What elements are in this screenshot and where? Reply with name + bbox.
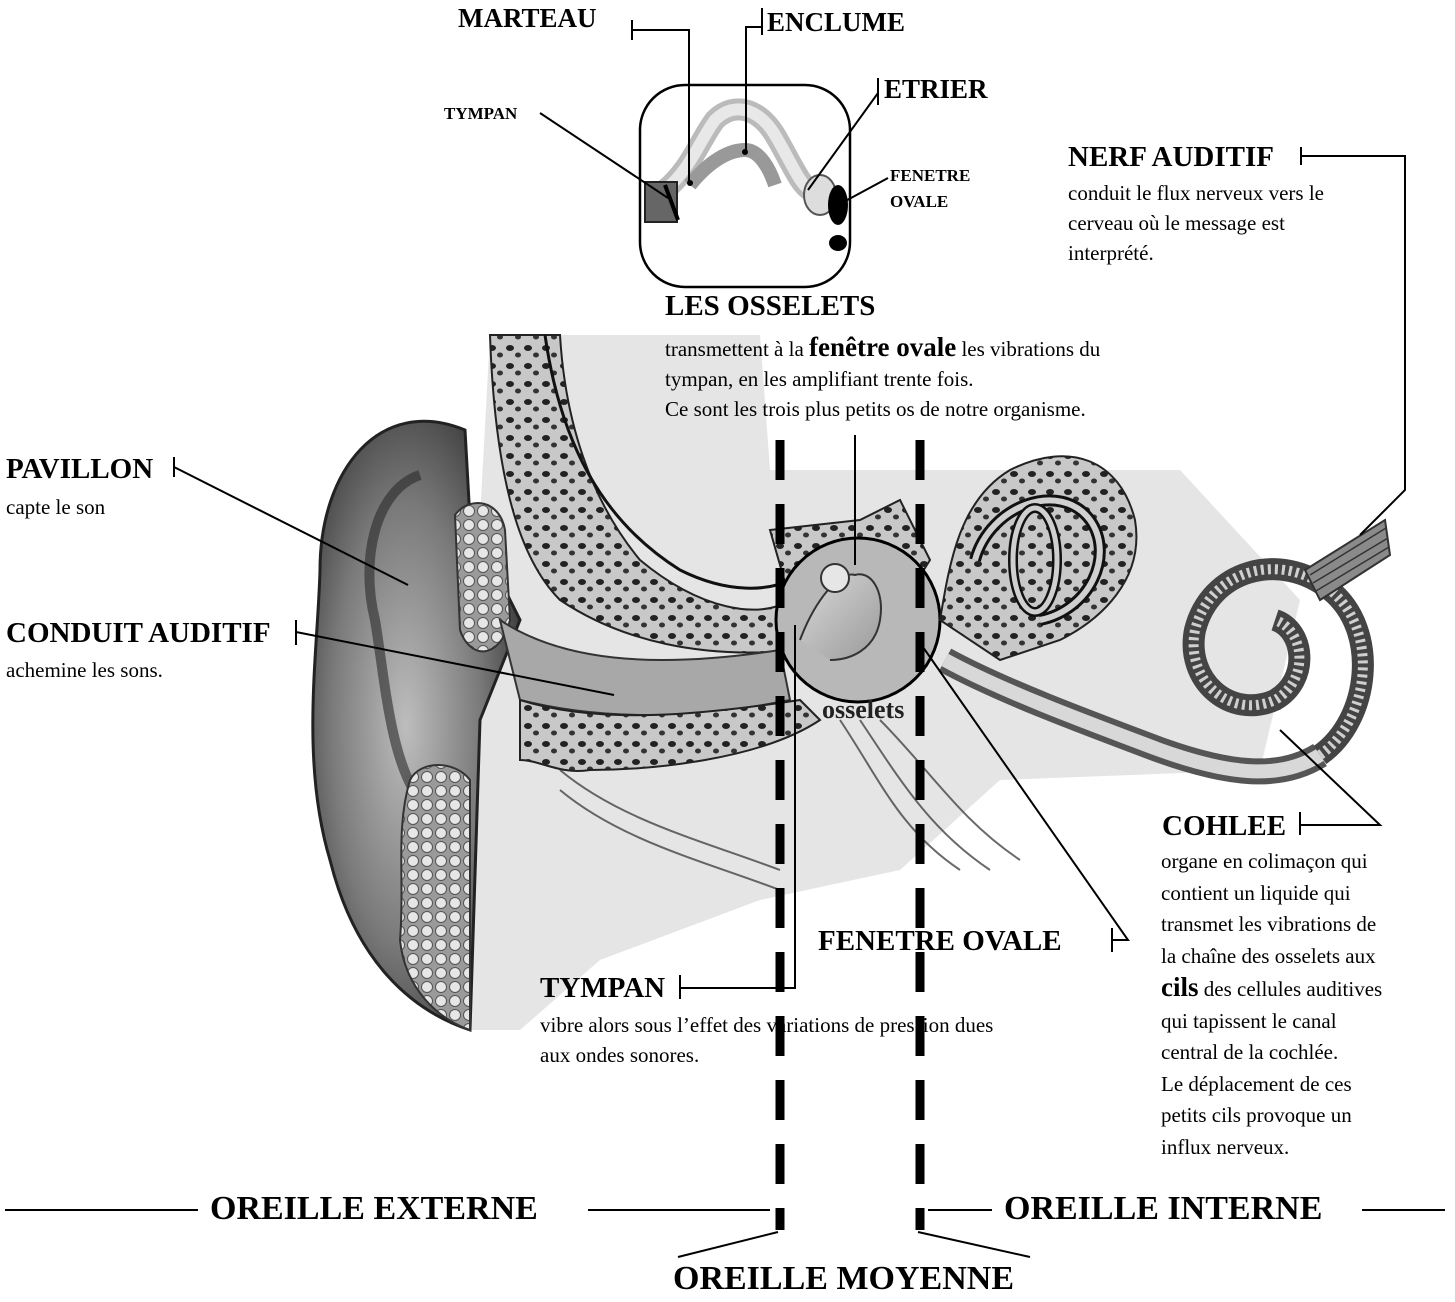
marteau-label: MARTEAU bbox=[458, 5, 597, 32]
cils-highlight: cils bbox=[1161, 972, 1199, 1002]
cohlee-line: Le déplacement de ces bbox=[1161, 1069, 1382, 1101]
les-osselets-label: LES OSSELETS bbox=[665, 292, 875, 321]
oreille-moyenne-label: OREILLE MOYENNE bbox=[673, 1262, 1014, 1296]
cohlee-line: transmet les vibrations de bbox=[1161, 909, 1382, 941]
osselets-text: transmettent à la bbox=[665, 337, 809, 361]
tympan-small-label: TYMPAN bbox=[444, 105, 517, 122]
osselets-line: transmettent à la fenêtre ovale les vibr… bbox=[665, 332, 1100, 364]
cohlee-line: influx nerveux. bbox=[1161, 1132, 1382, 1164]
tympan-line: aux ondes sonores. bbox=[540, 1040, 993, 1070]
osselets-embedded-label: osselets bbox=[822, 695, 904, 724]
auditory-nerve bbox=[1305, 520, 1390, 600]
nerf-auditif-line: conduit le flux nerveux vers le bbox=[1068, 178, 1324, 208]
cohlee-description: organe en colimaçon qui contient un liqu… bbox=[1161, 846, 1382, 1163]
tympan-line: vibre alors sous l’effet des variations … bbox=[540, 1010, 993, 1040]
osselets-line: Ce sont les trois plus petits os de notr… bbox=[665, 394, 1100, 424]
cohlee-line: cils des cellules auditives bbox=[1161, 972, 1382, 1006]
cohlee-line: la chaîne des osselets aux bbox=[1161, 941, 1382, 973]
oreille-interne-label: OREILLE INTERNE bbox=[1004, 1192, 1322, 1226]
pavillon-label: PAVILLON bbox=[6, 455, 153, 484]
conduit-auditif-description: achemine les sons. bbox=[6, 655, 163, 685]
fenetre-ovale-highlight: fenêtre ovale bbox=[809, 332, 956, 362]
oreille-externe-label: OREILLE EXTERNE bbox=[210, 1192, 538, 1226]
cohlee-line: petits cils provoque un bbox=[1161, 1100, 1382, 1132]
enclume-label: ENCLUME bbox=[767, 9, 905, 36]
osselets-line: tympan, en les amplifiant trente fois. bbox=[665, 364, 1100, 394]
pavillon-description: capte le son bbox=[6, 492, 105, 522]
fenetre-ovale-small-label-1: FENETRE bbox=[890, 167, 970, 184]
tympan-description: vibre alors sous l’effet des variations … bbox=[540, 1010, 993, 1070]
tympan-label: TYMPAN bbox=[540, 974, 665, 1003]
fenetre-ovale-label: FENETRE OVALE bbox=[818, 927, 1062, 956]
conduit-auditif-label: CONDUIT AUDITIF bbox=[6, 619, 271, 648]
cohlee-label: COHLEE bbox=[1162, 812, 1286, 841]
cohlee-text: des cellules auditives bbox=[1199, 977, 1383, 1001]
nerf-auditif-description: conduit le flux nerveux vers le cerveau … bbox=[1068, 178, 1324, 268]
osselets-description: transmettent à la fenêtre ovale les vibr… bbox=[665, 332, 1100, 424]
osselets-text: les vibrations du bbox=[956, 337, 1100, 361]
nerf-auditif-line: interprété. bbox=[1068, 238, 1324, 268]
cohlee-line: organe en colimaçon qui bbox=[1161, 846, 1382, 878]
cohlee-line: central de la cochlée. bbox=[1161, 1037, 1382, 1069]
etrier-label: ETRIER bbox=[884, 76, 988, 103]
nerf-auditif-label: NERF AUDITIF bbox=[1068, 143, 1274, 172]
cohlee-line: qui tapissent le canal bbox=[1161, 1006, 1382, 1038]
fenetre-ovale-small-label-2: OVALE bbox=[890, 193, 948, 210]
cohlee-line: contient un liquide qui bbox=[1161, 878, 1382, 910]
nerf-auditif-line: cerveau où le message est bbox=[1068, 208, 1324, 238]
